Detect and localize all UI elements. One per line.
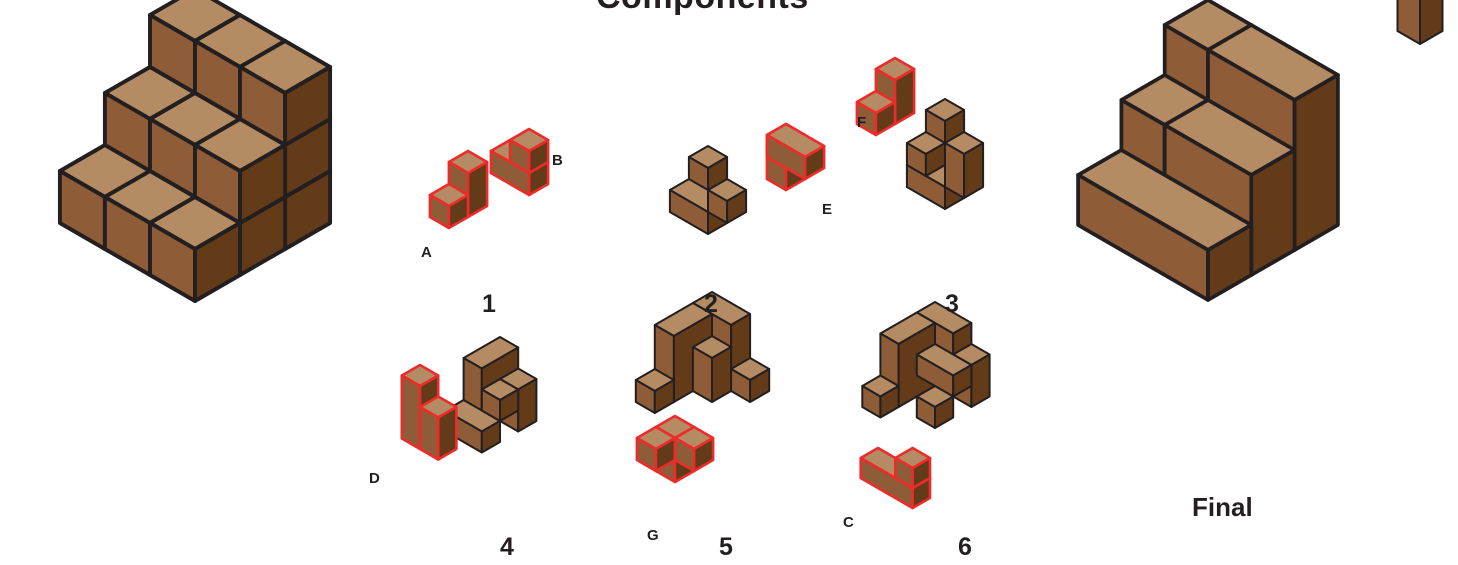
piece-g <box>637 416 713 482</box>
final-label: Final <box>1192 492 1253 523</box>
step-label-2: 2 <box>704 290 718 319</box>
piece-label-b: B <box>552 152 563 169</box>
step-label-4: 4 <box>500 533 514 562</box>
piece-c <box>861 448 930 508</box>
piece-label-d: D <box>369 470 380 487</box>
single-column-piece <box>1398 0 1443 44</box>
piece-e <box>767 124 824 190</box>
staircase-unit-cubes <box>60 0 330 301</box>
step-4-build <box>445 337 536 453</box>
piece-label-e: E <box>822 201 832 218</box>
final-assembly <box>1078 0 1338 300</box>
piece-label-f: F <box>857 114 866 131</box>
piece-b <box>491 129 548 195</box>
piece-d <box>402 365 457 460</box>
step-3-build <box>907 99 983 209</box>
step-label-1: 1 <box>482 290 496 319</box>
step-label-3: 3 <box>945 290 959 319</box>
piece-label-c: C <box>843 514 854 531</box>
piece-label-a: A <box>421 244 432 261</box>
step-label-5: 5 <box>719 533 733 562</box>
step-2-build <box>670 146 746 234</box>
piece-a <box>430 151 487 228</box>
step-6-build <box>862 302 989 428</box>
step-5-build <box>636 292 769 413</box>
diagram-title: Components <box>596 0 809 17</box>
piece-label-g: G <box>647 527 659 544</box>
step-label-6: 6 <box>958 533 972 562</box>
